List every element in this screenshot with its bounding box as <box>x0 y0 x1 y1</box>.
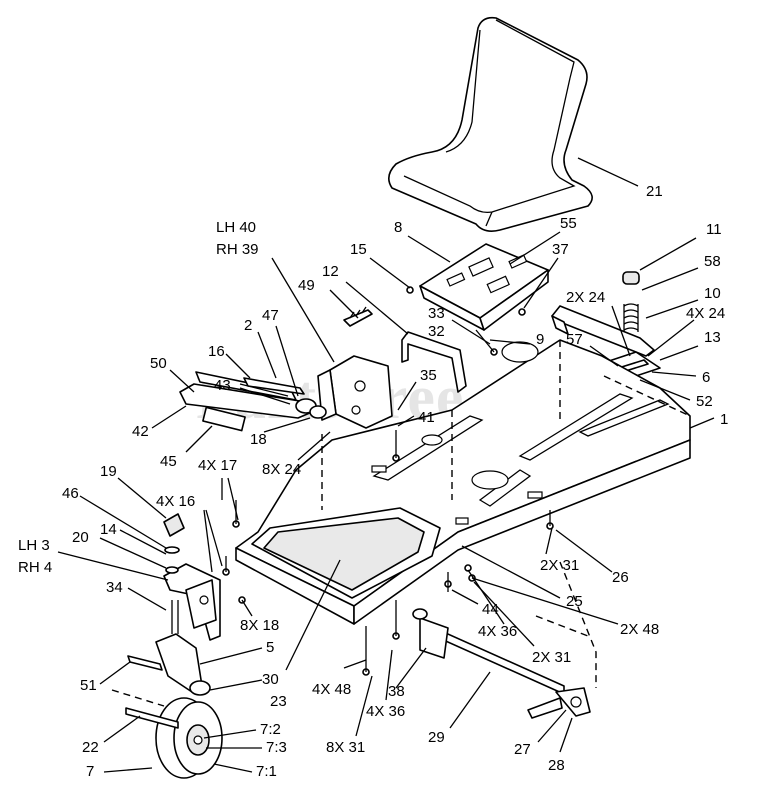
leader-lines <box>57 157 715 773</box>
callout-6: 6 <box>702 369 710 386</box>
callout-37: 37 <box>552 241 569 258</box>
callout-44: 44 <box>482 601 499 618</box>
callout-lh3: LH 3 <box>18 537 50 554</box>
callout-50: 50 <box>150 355 167 372</box>
callout-26: 26 <box>612 569 629 586</box>
callout-4x36-axle: 4X 36 <box>366 703 405 720</box>
callout-32: 32 <box>428 323 445 340</box>
callout-25: 25 <box>566 593 583 610</box>
callout-14: 14 <box>100 521 117 538</box>
callout-4x24: 4X 24 <box>686 305 725 322</box>
callout-35: 35 <box>420 367 437 384</box>
rod-part[interactable] <box>343 306 373 327</box>
callout-21: 21 <box>646 183 663 200</box>
callout-38: 38 <box>388 683 405 700</box>
callout-2x31-frame: 2X 31 <box>540 557 579 574</box>
seat-part[interactable] <box>388 16 593 232</box>
callout-46: 46 <box>62 485 79 502</box>
callout-7-3: 7:3 <box>266 739 287 756</box>
callout-30: 30 <box>262 671 279 688</box>
caster-wheel-part[interactable] <box>111 689 223 779</box>
callout-rh39: RH 39 <box>216 241 259 258</box>
callout-23: 23 <box>270 693 287 710</box>
callout-lh40: LH 40 <box>216 219 256 236</box>
callout-28: 28 <box>548 757 565 774</box>
callout-2x31-axle: 2X 31 <box>532 649 571 666</box>
seat-bracket-part[interactable] <box>401 331 467 393</box>
callout-29: 29 <box>428 729 445 746</box>
callout-42: 42 <box>132 423 149 440</box>
seat-plate-part[interactable] <box>419 243 549 331</box>
callout-8x24: 8X 24 <box>262 461 301 478</box>
callout-16: 16 <box>208 343 225 360</box>
callout-45: 45 <box>160 453 177 470</box>
callout-rh4: RH 4 <box>18 559 52 576</box>
callout-55: 55 <box>560 215 577 232</box>
callout-4x36-frame: 4X 36 <box>478 623 517 640</box>
callout-47: 47 <box>262 307 279 324</box>
callout-9: 9 <box>536 331 544 348</box>
callout-52: 52 <box>696 393 713 410</box>
callout-7-1: 7:1 <box>256 763 277 780</box>
callout-8x31: 8X 31 <box>326 739 365 756</box>
callout-18: 18 <box>250 431 267 448</box>
pivot-axle-part[interactable] <box>419 561 597 719</box>
caster-fork-part[interactable] <box>127 633 211 696</box>
hardware-fasteners <box>222 286 554 676</box>
spring-part[interactable] <box>622 271 640 332</box>
callout-4x48: 4X 48 <box>312 681 351 698</box>
callout-2: 2 <box>244 317 252 334</box>
callout-8: 8 <box>394 219 402 236</box>
callout-51: 51 <box>80 677 97 694</box>
callout-2x24-seat: 2X 24 <box>566 289 605 306</box>
callout-7: 7 <box>86 763 94 780</box>
callout-4x16: 4X 16 <box>156 493 195 510</box>
callout-8x18: 8X 18 <box>240 617 279 634</box>
callout-57: 57 <box>566 331 583 348</box>
callout-19: 19 <box>100 463 117 480</box>
callout-10: 10 <box>704 285 721 302</box>
callout-12: 12 <box>322 263 339 280</box>
callout-11: 11 <box>706 221 722 238</box>
callout-41: 41 <box>418 409 435 426</box>
floor-mat-part[interactable] <box>263 517 425 591</box>
callout-1: 1 <box>720 411 728 428</box>
callout-13: 13 <box>704 329 721 346</box>
callout-7-2: 7:2 <box>260 721 281 738</box>
callout-20: 20 <box>72 529 89 546</box>
callout-34: 34 <box>106 579 123 596</box>
callout-labels: 21 8 55 15 37 11 58 LH 40 RH 39 12 2X 24… <box>18 183 728 780</box>
callout-43: 43 <box>214 377 231 394</box>
callout-49: 49 <box>298 277 315 294</box>
callout-2x48: 2X 48 <box>620 621 659 638</box>
callout-22: 22 <box>82 739 99 756</box>
caster-knob-part[interactable] <box>163 513 185 634</box>
callout-33: 33 <box>428 305 445 322</box>
callout-58: 58 <box>704 253 721 270</box>
callout-27: 27 <box>514 741 531 758</box>
callout-4x17: 4X 17 <box>198 457 237 474</box>
caster-bracket-part[interactable] <box>163 563 221 641</box>
callout-15: 15 <box>350 241 367 258</box>
callout-5: 5 <box>266 639 274 656</box>
